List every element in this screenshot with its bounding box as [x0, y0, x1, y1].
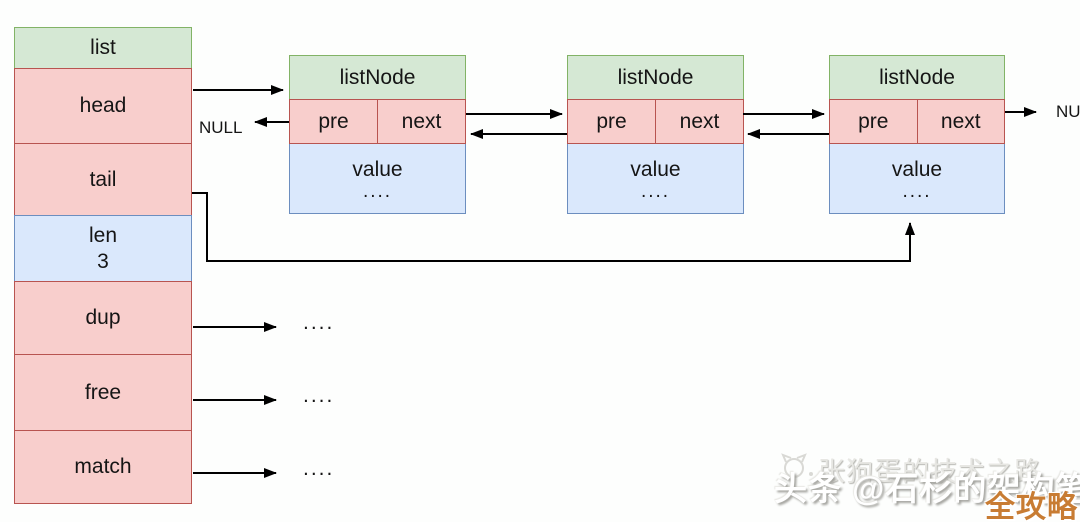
watermark-badge-text: 全攻略 — [985, 491, 1078, 522]
field-len-value: 3 — [97, 249, 109, 273]
listnode-2-pre-label: pre — [596, 109, 627, 133]
watermark-cat-logo-icon — [781, 453, 813, 478]
listnode-2: listNode pre next value .... — [567, 55, 744, 214]
field-dup-label: dup — [85, 306, 121, 329]
listnode-2-pre-cell: pre — [567, 99, 655, 144]
list-struct-table: list head tail len 3 dup free match — [14, 27, 192, 504]
listnode-1-value-label: value — [352, 157, 403, 181]
listnode-1-pre-label: pre — [318, 109, 349, 133]
null-label-left: NULL — [199, 118, 243, 137]
match-dots-label: .... — [303, 457, 335, 480]
null-label-right: NULL — [1056, 102, 1080, 121]
listnode-2-value-dots: .... — [640, 180, 671, 202]
watermark-credit-text: 头条 @石杉的架构笔记 — [774, 470, 1080, 507]
listnode-3-next-label: next — [940, 109, 981, 133]
listnode-3-value-cell: value .... — [829, 143, 1005, 214]
listnode-3-value-dots: .... — [902, 180, 932, 202]
field-len-cell: len 3 — [14, 215, 192, 282]
listnode-2-value-label: value — [630, 157, 681, 181]
listnode-3-pointer-row: pre next — [829, 99, 1005, 144]
field-free-label: free — [84, 380, 122, 404]
listnode-1-header: listNode — [289, 55, 466, 100]
dup-dots-label: .... — [303, 311, 335, 334]
listnode-1-next-cell: next — [377, 99, 466, 144]
listnode-2-value-cell: value .... — [567, 143, 744, 214]
listnode-3-title: listNode — [879, 65, 955, 89]
listnode-3-value-label: value — [891, 157, 943, 181]
field-tail-cell: tail — [14, 143, 192, 216]
listnode-2-next-label: next — [679, 109, 720, 133]
listnode-1-title: listNode — [339, 65, 416, 89]
listnode-1-pointer-row: pre next — [289, 99, 466, 144]
listnode-3-pre-cell: pre — [829, 99, 917, 144]
watermark-channel-text: 张狗蛋的技术之路 — [818, 457, 1042, 487]
listnode-1-value-cell: value .... — [289, 143, 466, 214]
list-title-cell: list — [14, 27, 192, 69]
field-free-cell: free — [14, 354, 192, 431]
field-len-label: len — [88, 223, 118, 247]
list-title-label: list — [90, 36, 116, 59]
listnode-1-pre-cell: pre — [289, 99, 377, 144]
field-head-cell: head — [14, 68, 192, 144]
free-dots-label: .... — [303, 384, 335, 407]
listnode-3: listNode pre next value .... — [829, 55, 1005, 214]
listnode-3-pre-label: pre — [858, 109, 889, 133]
listnode-1-value-dots: .... — [362, 180, 393, 202]
listnode-3-next-cell: next — [916, 99, 1005, 144]
field-match-label: match — [74, 455, 132, 478]
listnode-2-header: listNode — [567, 55, 744, 100]
field-match-cell: match — [14, 430, 192, 504]
listnode-1-next-label: next — [401, 109, 442, 133]
listnode-3-header: listNode — [829, 55, 1005, 100]
listnode-2-next-cell: next — [655, 99, 744, 144]
listnode-1: listNode pre next value .... — [289, 55, 466, 214]
listnode-2-title: listNode — [617, 65, 694, 89]
field-tail-label: tail — [89, 167, 117, 191]
field-dup-cell: dup — [14, 281, 192, 355]
field-head-label: head — [79, 94, 127, 117]
listnode-2-pointer-row: pre next — [567, 99, 744, 144]
